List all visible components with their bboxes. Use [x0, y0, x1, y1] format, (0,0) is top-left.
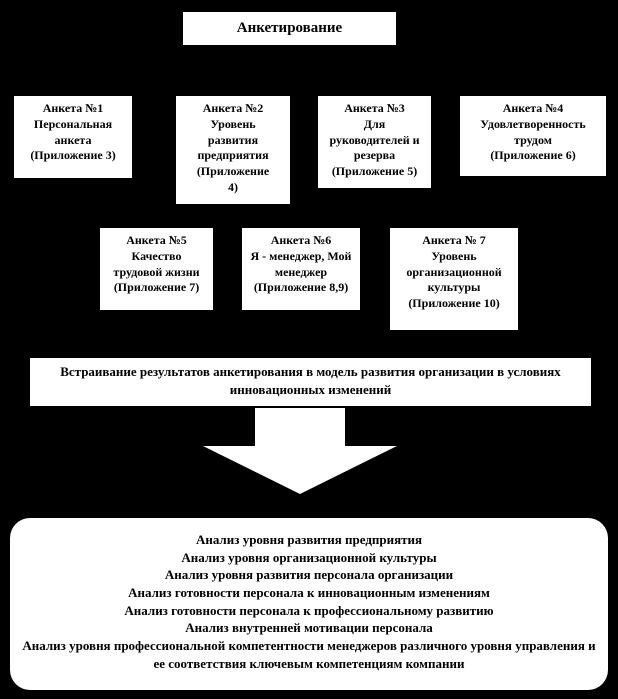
- down-arrow-icon: [203, 408, 397, 494]
- questionnaire-box-6: Анкета №6 Я - менеджер, Мой менеджер (Пр…: [242, 228, 360, 310]
- questionnaire-box-1: Анкета №1 Персональная анкета (Приложени…: [14, 96, 132, 178]
- questionnaire-box-3: Анкета №3 Для руководителей и резерва (П…: [318, 96, 431, 188]
- questionnaire-box-5: Анкета №5 Качество трудовой жизни (Прило…: [100, 228, 213, 310]
- integration-box: Встраивание результатов анкетирования в …: [30, 358, 591, 406]
- questionnaire-box-4: Анкета №4 Удовлетворенность трудом (Прил…: [460, 96, 606, 176]
- title-box: Анкетирование: [183, 12, 396, 45]
- questionnaire-box-2: Анкета №2 Уровень развития предприятия (…: [176, 96, 290, 204]
- analysis-box: Анализ уровня развития предприятия Анали…: [10, 518, 608, 690]
- questionnaire-box-7: Анкета № 7 Уровень организационной культ…: [390, 228, 518, 330]
